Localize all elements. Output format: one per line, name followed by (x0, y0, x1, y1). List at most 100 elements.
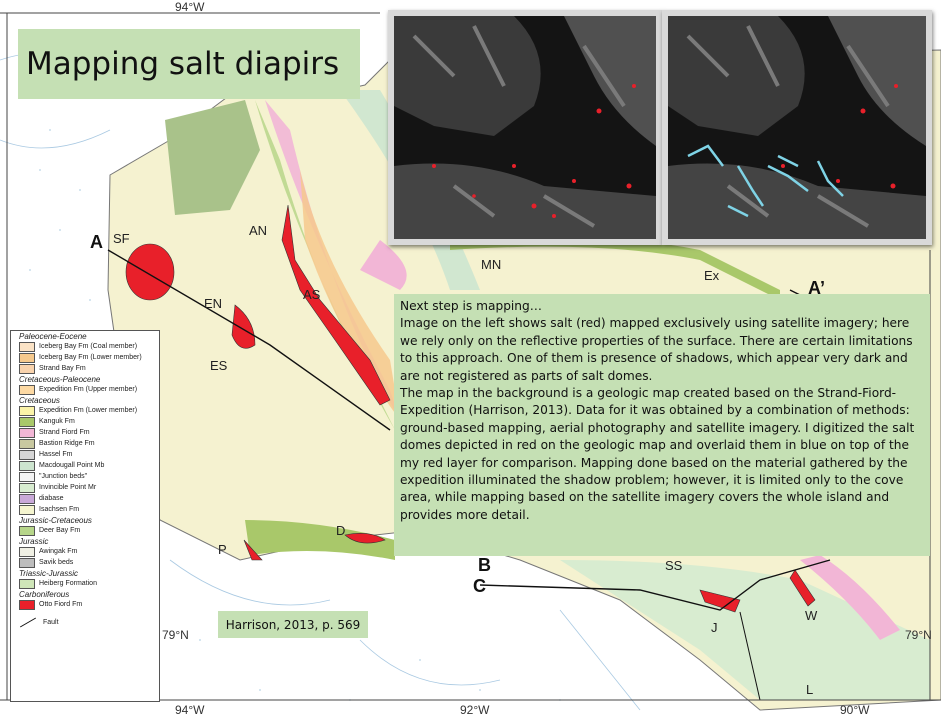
legend-item: Strand Fiord Fm (11, 427, 159, 438)
body-paragraph-satellite: Image on the left shows salt (red) mappe… (400, 316, 913, 383)
legend-item-label: Expedition Fm (Upper member) (39, 386, 138, 393)
legend-swatch (19, 405, 35, 416)
legend-swatch (19, 416, 35, 427)
legend-item: diabase (11, 493, 159, 504)
satellite-image-red-mapping (388, 10, 662, 245)
coord-bottom-mid: 92°W (460, 703, 490, 717)
legend-fault-label: Fault (43, 618, 59, 626)
fault-line-south (739, 611, 761, 701)
legend-item: Invincible Point Mr (11, 482, 159, 493)
legend-item-label: Heiberg Formation (39, 580, 97, 587)
slide-title: Mapping salt diapirs (26, 46, 340, 82)
site-label-l: L (806, 682, 814, 697)
legend-item: Iceberg Bay Fm (Coal member) (11, 341, 159, 352)
citation-label: Harrison, 2013, p. 569 (218, 611, 368, 638)
legend-swatch (19, 427, 35, 438)
legend-item-label: diabase (39, 495, 64, 502)
legend-group-heading: Cretaceous-Paleocene (19, 375, 101, 384)
legend-item: Heiberg Formation (11, 578, 159, 589)
site-label-an: AN (249, 223, 268, 238)
band-strand-east (360, 240, 407, 290)
legend-item-label: Deer Bay Fm (39, 527, 81, 534)
site-label-ex: Ex (704, 268, 720, 283)
legend-swatch (19, 460, 35, 471)
section-line-a (107, 249, 391, 431)
satellite-image-blue-overlay (662, 10, 932, 245)
title-panel: Mapping salt diapirs (18, 29, 360, 99)
legend-swatch (19, 578, 35, 589)
legend-item: Kanguk Fm (11, 416, 159, 427)
legend-swatch (19, 384, 35, 395)
body-paragraph-intro: Next step is mapping… (400, 299, 542, 313)
site-label-en: EN (204, 296, 223, 311)
sea-ice-stipple (29, 129, 561, 701)
legend-fault: Fault (11, 614, 159, 630)
legend-item: Iceberg Bay Fm (Lower member) (11, 352, 159, 363)
site-label-es: ES (210, 358, 228, 373)
band-strand-fiord (265, 100, 400, 420)
legend-item: Otto Fiord Fm (11, 599, 159, 610)
legend-swatch (19, 341, 35, 352)
legend-item-label: "Junction beds" (39, 473, 88, 480)
legend-swatch (19, 438, 35, 449)
legend-item-label: Otto Fiord Fm (39, 601, 83, 608)
legend-item-label: Iceberg Bay Fm (Lower member) (39, 354, 142, 361)
coord-lat-right: 79°N (905, 628, 932, 642)
section-label-c: C (473, 576, 486, 596)
legend-group-heading: Triassic-Jurassic (19, 569, 78, 578)
legend-swatch (19, 525, 35, 536)
legend-swatch (19, 363, 35, 374)
site-label-j: J (711, 620, 718, 635)
legend-item: Bastion Ridge Fm (11, 438, 159, 449)
legend-item: Isachsen Fm (11, 504, 159, 515)
legend-item-label: Bastion Ridge Fm (39, 440, 95, 447)
legend-swatch (19, 471, 35, 482)
legend-group-heading: Jurassic-Cretaceous (19, 516, 92, 525)
legend-item-label: Iceberg Bay Fm (Coal member) (39, 343, 138, 350)
legend-item-label: Macdougall Point Mb (39, 462, 105, 469)
site-label-ss: SS (665, 558, 683, 573)
legend-item-label: Savik beds (39, 559, 74, 566)
legend-item: Deer Bay Fm (11, 525, 159, 536)
legend-item-label: Awingak Fm (39, 548, 78, 555)
legend-group-heading: Paleocene-Eocene (19, 332, 87, 341)
satellite-image-blue-overlay-graphic (668, 16, 926, 239)
legend-item-label: Expedition Fm (Lower member) (39, 407, 138, 414)
legend-item: Macdougall Point Mb (11, 460, 159, 471)
satellite-image-red-mapping-graphic (394, 16, 656, 239)
legend-item-label: Hassel Fm (39, 451, 73, 458)
dark-area-west (165, 100, 260, 215)
band-southeast-pink (800, 555, 900, 640)
site-label-as: AS (303, 287, 321, 302)
legend-item-label: Isachsen Fm (39, 506, 80, 513)
legend-swatch (19, 557, 35, 568)
legend-item: Savik beds (11, 557, 159, 568)
coord-bottom-right: 90°W (840, 703, 870, 717)
legend-swatch (19, 449, 35, 460)
legend-item: Hassel Fm (11, 449, 159, 460)
coord-bottom-left: 94°W (175, 703, 205, 717)
band-southeast (560, 560, 930, 700)
legend-group-heading: Cretaceous (19, 396, 60, 405)
site-label-p: P (218, 542, 227, 557)
band-south-strip (245, 520, 395, 560)
site-label-w: W (805, 608, 818, 623)
legend-swatch (19, 493, 35, 504)
legend-swatch (19, 546, 35, 557)
legend-swatch (19, 482, 35, 493)
legend-swatch (19, 504, 35, 515)
band-east-mix (450, 236, 780, 300)
legend-item-label: Strand Bay Fm (39, 365, 86, 372)
section-line-c (479, 559, 831, 611)
legend-item: Awingak Fm (11, 546, 159, 557)
body-paragraph-geologic-map: The map in the background is a geologic … (400, 386, 915, 522)
site-label-d: D (336, 523, 346, 538)
fault-line-icon (19, 617, 37, 627)
legend-item-label: Kanguk Fm (39, 418, 75, 425)
salt-diapirs (125, 204, 816, 613)
section-label-b: B (478, 555, 491, 575)
description-panel: Next step is mapping… Image on the left … (394, 294, 930, 556)
legend-item-label: Strand Fiord Fm (39, 429, 90, 436)
